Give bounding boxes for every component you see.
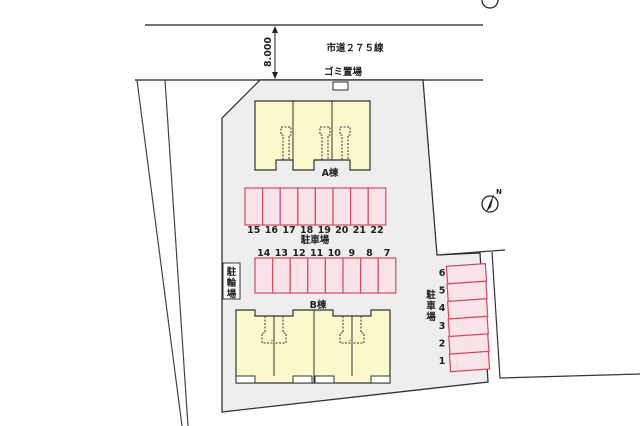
boundary-line xyxy=(136,79,183,426)
parking-row-side: 6 5 4 3 2 1 xyxy=(439,262,491,373)
parking-stall xyxy=(272,257,291,294)
parking-stall xyxy=(446,280,488,303)
garbage-station xyxy=(332,81,349,91)
parking-stall-number: 7 xyxy=(384,248,391,259)
building-b xyxy=(235,309,391,384)
parking-stall xyxy=(367,187,387,226)
parking-stall xyxy=(332,187,352,226)
parking-stall xyxy=(445,262,488,285)
garbage-label: ゴミ置場 xyxy=(324,66,363,78)
parking-stall-number: 21 xyxy=(353,225,366,236)
parking-stall xyxy=(342,257,362,294)
parking-main-label: 駐車場 xyxy=(301,234,330,246)
parking-stall-number: 10 xyxy=(328,248,342,259)
parking-stall-number: 2 xyxy=(439,338,446,349)
parking-stall-number: 15 xyxy=(247,225,260,236)
parking-stall-number: 17 xyxy=(282,225,295,236)
parking-stall-number: 12 xyxy=(292,248,305,259)
parking-stall-number: 20 xyxy=(335,225,349,236)
parking-stall-number: 16 xyxy=(265,225,279,236)
building-b-label: B棟 xyxy=(310,299,327,311)
parking-stall xyxy=(324,257,344,294)
parking-side-label: 駐 xyxy=(426,289,436,301)
parking-stall-number: 3 xyxy=(439,321,446,332)
parking-stall-number: 19 xyxy=(318,225,331,236)
parking-stall xyxy=(307,257,326,294)
parking-stall xyxy=(448,333,490,355)
parking-stall xyxy=(447,315,489,338)
parking-stall-number: 8 xyxy=(366,248,373,259)
parking-stall-number: 5 xyxy=(439,286,446,297)
bicycle-label: 場 xyxy=(227,288,237,300)
parking-stall xyxy=(262,187,281,226)
dimension-arrow xyxy=(272,26,278,79)
parking-stall xyxy=(377,257,397,294)
bicycle-label: 駐 xyxy=(227,266,237,278)
parking-stall-number: 1 xyxy=(439,356,446,367)
bicycle-label: 輪 xyxy=(227,277,237,289)
parking-stall xyxy=(244,187,264,226)
building-a xyxy=(254,100,371,171)
parking-side-label: 場 xyxy=(426,311,436,323)
parking-stall-number: 14 xyxy=(257,248,271,259)
bicycle-parking xyxy=(222,262,241,300)
building-a-label: A棟 xyxy=(322,167,339,179)
road-name-label: 市道２７５線 xyxy=(326,42,384,54)
parking-stall xyxy=(446,298,489,320)
boundary-line xyxy=(491,251,640,379)
parking-stall-number: 9 xyxy=(348,248,355,259)
parking-stall-number: 6 xyxy=(439,268,446,279)
north-compass-icon: N xyxy=(481,0,502,213)
road-width-label: 8.000 xyxy=(263,37,274,67)
boundary-line xyxy=(436,249,506,256)
parking-stall xyxy=(360,257,379,294)
parking-stall xyxy=(297,187,316,226)
parking-stall-number: 11 xyxy=(310,248,323,259)
parking-stall-number: 13 xyxy=(275,248,288,259)
compass-north-label: N xyxy=(496,188,502,196)
parking-stall xyxy=(279,187,299,226)
parking-stall xyxy=(254,257,274,294)
parking-stall xyxy=(289,257,309,294)
parking-stall xyxy=(448,350,491,373)
boundary-line xyxy=(164,79,189,426)
parking-side-label: 車 xyxy=(426,300,436,312)
parking-stall xyxy=(314,187,334,226)
parking-stall xyxy=(350,187,369,226)
parking-stall-number: 4 xyxy=(439,303,446,314)
parking-stall-number: 18 xyxy=(300,225,314,236)
parking-stall-number: 22 xyxy=(370,225,383,236)
